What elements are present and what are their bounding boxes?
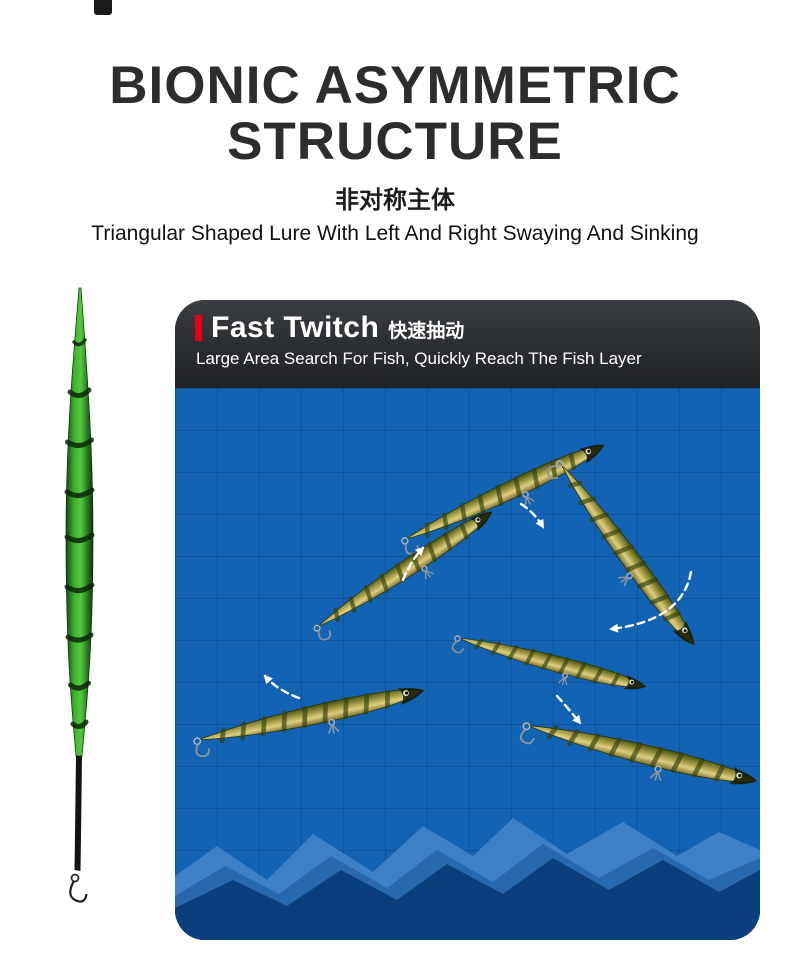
lure-instance-lower-right — [518, 715, 758, 805]
lure-instance-middle — [448, 626, 650, 708]
lure-instance-mid-left — [309, 506, 503, 646]
page-title: BIONIC ASYMMETRIC STRUCTURE — [0, 56, 790, 172]
seabed-rocks — [175, 818, 760, 940]
underwater-diagram — [175, 388, 760, 940]
hook-icon — [69, 873, 88, 903]
panel-subheading: Large Area Search For Fish, Quickly Reac… — [196, 349, 642, 368]
subtitle-chinese: 非对称主体 — [335, 187, 455, 215]
hero-header: BIONIC ASYMMETRIC STRUCTURE 非对称主体 Triang… — [0, 56, 790, 246]
lure-instance-lower-left — [192, 682, 429, 762]
panel-heading: Fast Twitch — [211, 311, 380, 344]
panel-heading-row: Fast Twitch 快速抽动 — [195, 313, 742, 343]
subtitle-english: Triangular Shaped Lure With Left And Rig… — [91, 222, 699, 246]
panel-heading-chinese: 快速抽动 — [388, 321, 465, 342]
fast-twitch-panel: Fast Twitch 快速抽动 Large Area Search For F… — [175, 300, 760, 940]
swim-path-diagram — [175, 388, 760, 940]
red-accent-bar-icon — [195, 315, 202, 341]
product-lure-photo — [64, 287, 95, 903]
lure-tail — [74, 756, 82, 871]
corner-mark — [94, 0, 112, 15]
swim-path-arrow-icons — [263, 502, 693, 725]
title-line-1: BIONIC ASYMMETRIC — [109, 56, 681, 115]
title-line-2: STRUCTURE — [227, 112, 563, 172]
panel-header: Fast Twitch 快速抽动 Large Area Search For F… — [175, 300, 760, 388]
lure-stripes — [64, 338, 95, 730]
